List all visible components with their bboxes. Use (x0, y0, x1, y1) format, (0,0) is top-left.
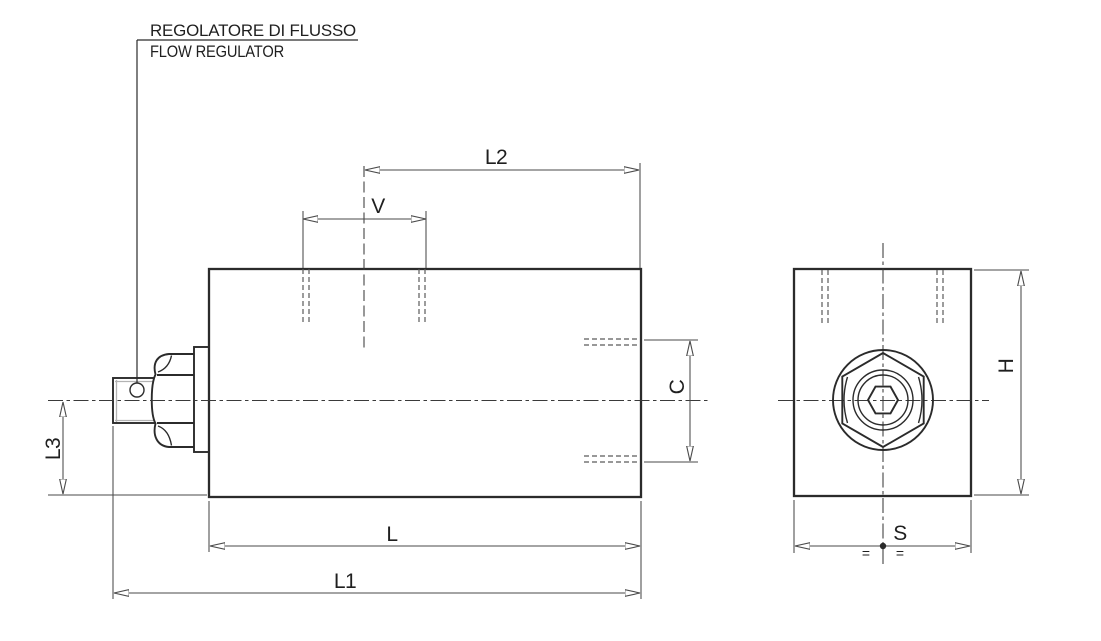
dimension-label-l3: L3 (42, 438, 65, 460)
dimension-l: L (208, 501, 642, 599)
end-view-hex-plug (832, 349, 934, 451)
dimension-l2: L2 (365, 146, 641, 268)
hex-chamfer-arc-right (917, 376, 923, 424)
dimension-label-s: S (893, 522, 907, 545)
plug-inner-circle-outer (852, 369, 914, 431)
end-view-hidden-lines (821, 270, 944, 326)
cylinder-body (207, 267, 643, 499)
dimension-label-l: L (386, 523, 397, 546)
side-view: L2 V C L L1 (42, 21, 710, 599)
side-port-hidden-lines (584, 338, 640, 463)
hex-chamfer-arc-top (157, 355, 173, 373)
dimension-label-v: V (371, 195, 385, 218)
hex-chamfer-arc-left (843, 376, 849, 424)
plug-outer-circle (832, 349, 934, 451)
dimension-h: H (974, 269, 1029, 496)
hex-chamfer-arc-bottom (157, 425, 173, 446)
dimension-s: S = = (793, 500, 972, 561)
dimension-l1: L1 (112, 426, 640, 599)
callout-title-italian: REGOLATORE DI FLUSSO (150, 21, 356, 40)
symmetry-center-dot (879, 542, 887, 550)
plug-hex-socket (866, 385, 900, 415)
regulator-flange (193, 346, 211, 453)
dimension-l3: L3 (42, 402, 207, 496)
symmetry-mark-left: = (862, 545, 870, 561)
dimension-label-c: C (666, 379, 689, 394)
top-port-hidden-lines (302, 269, 426, 325)
dimension-label-l1: L1 (334, 570, 356, 593)
end-view: H S = = (778, 243, 1029, 566)
flow-regulator-callout: REGOLATORE DI FLUSSO FLOW REGULATOR (136, 21, 358, 383)
dimension-label-h: H (995, 359, 1018, 374)
dimension-label-l2: L2 (485, 146, 507, 169)
dimension-c: C (644, 339, 698, 463)
flow-regulator-fitting (112, 346, 211, 453)
callout-title-english: FLOW REGULATOR (150, 42, 284, 61)
plug-inner-circle-inner (857, 374, 909, 426)
dimension-v: V (302, 195, 427, 268)
symmetry-mark-right: = (896, 545, 904, 561)
plug-hexagon (841, 351, 925, 449)
